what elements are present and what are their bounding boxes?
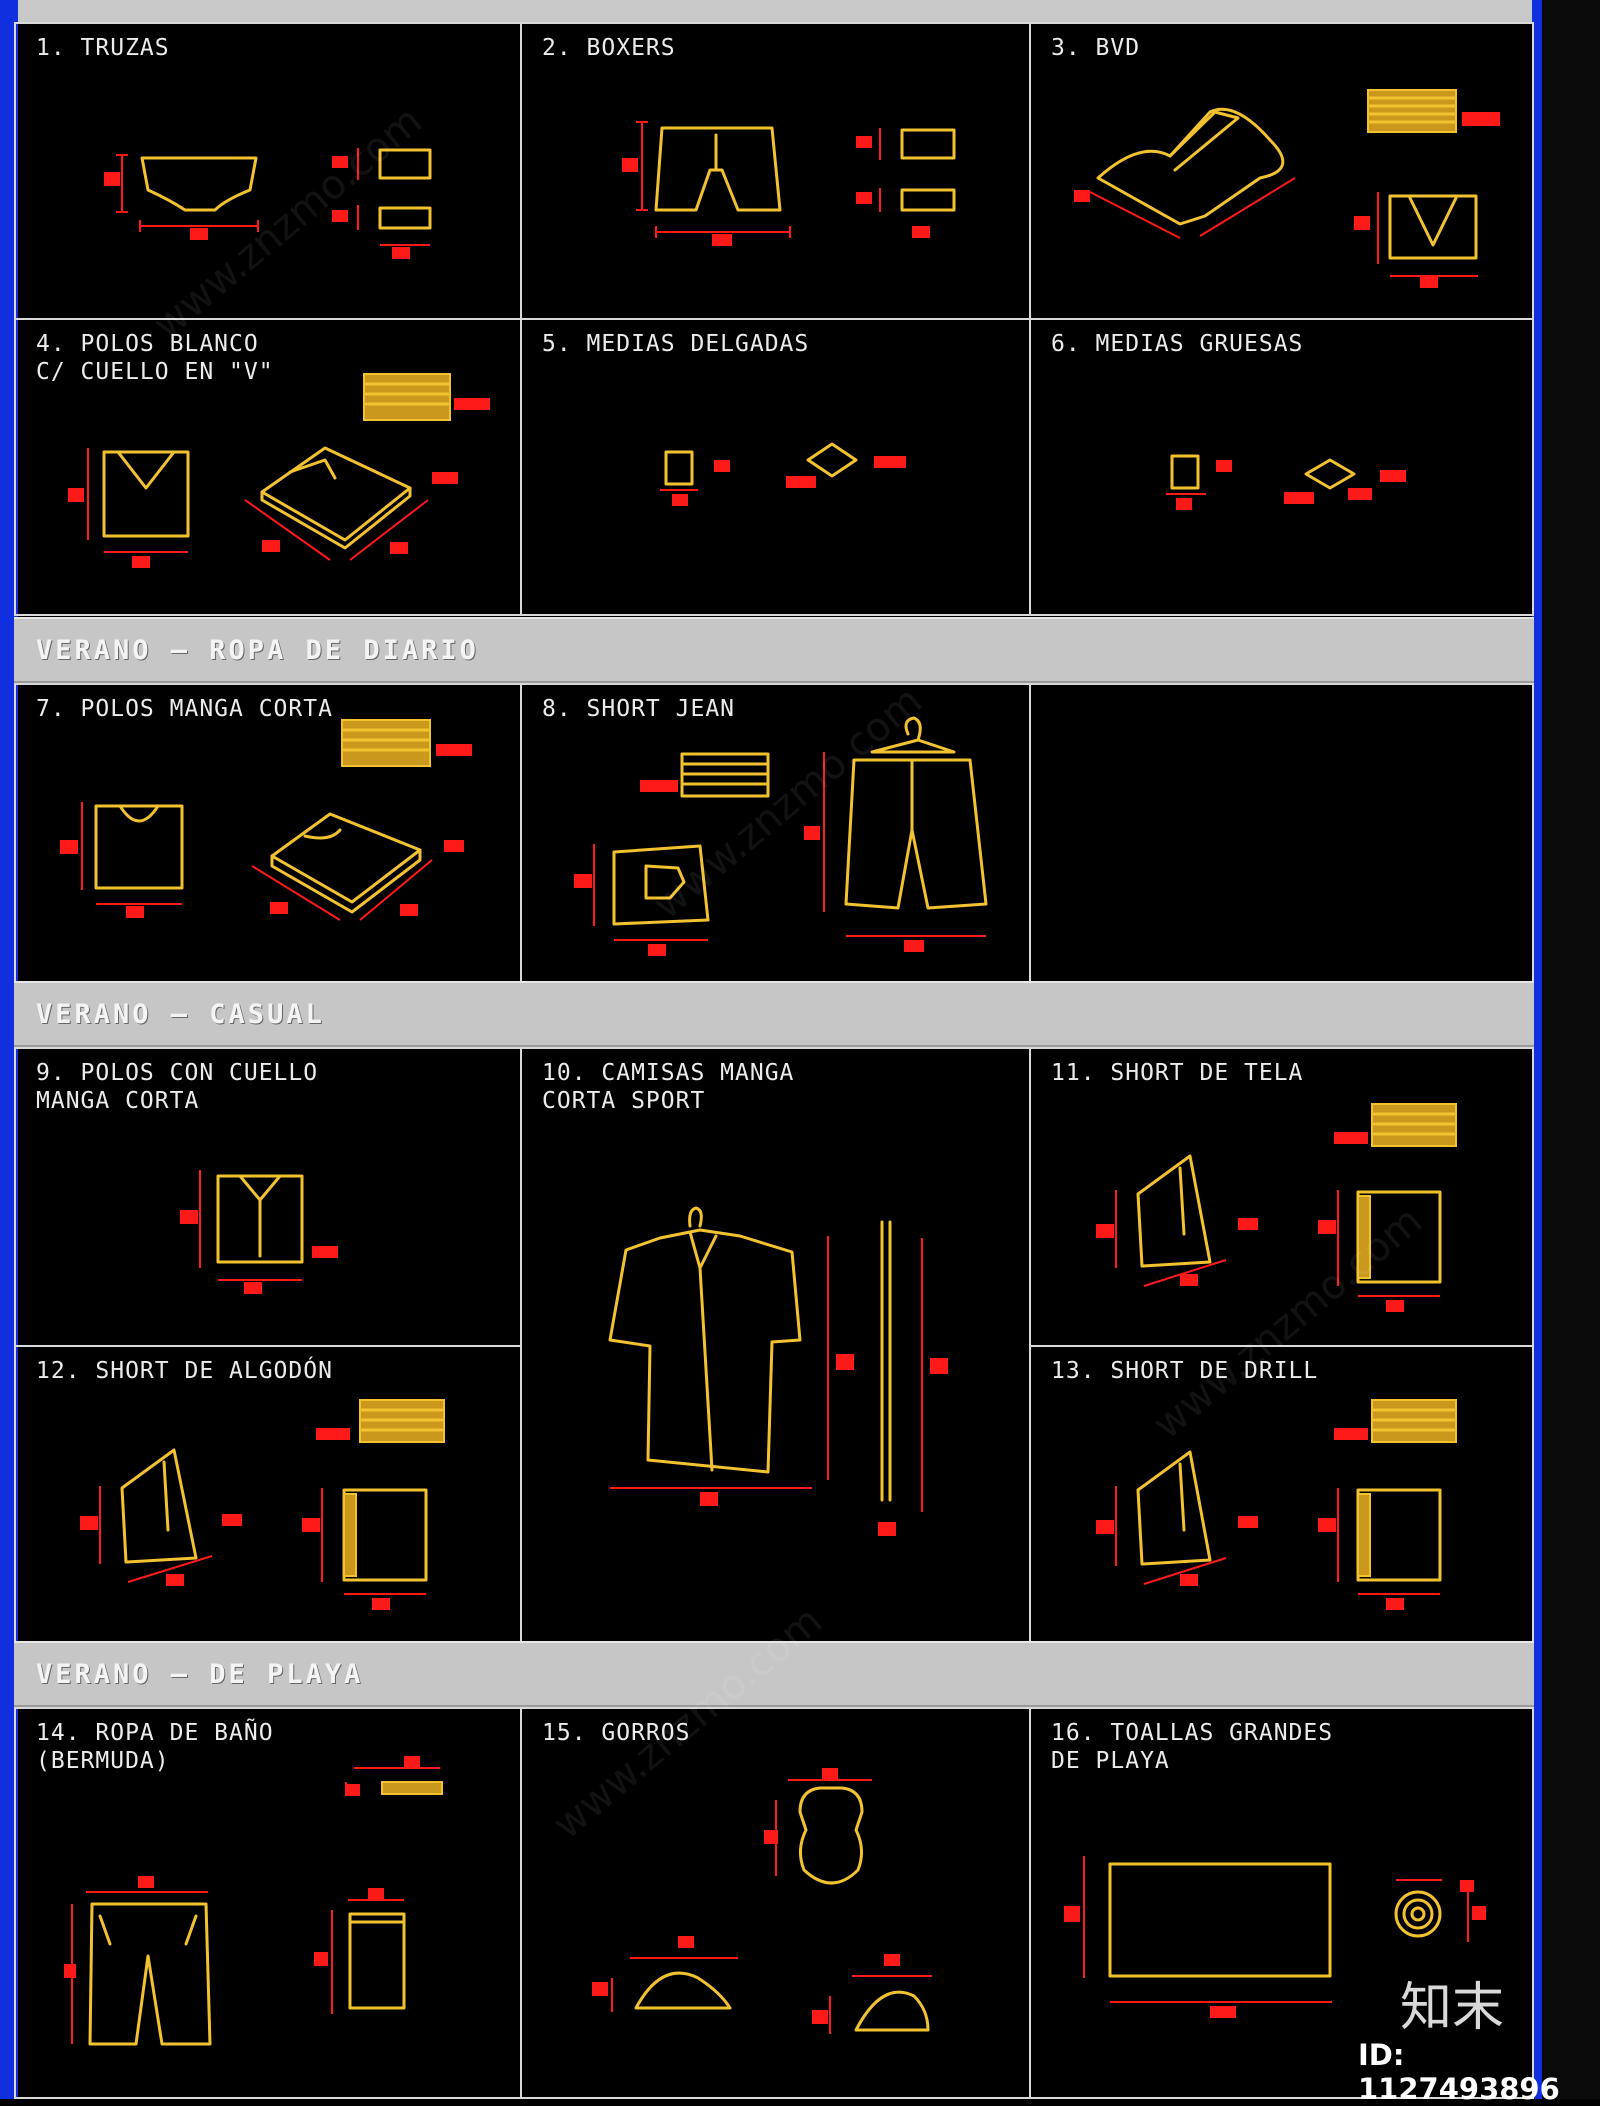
- boxers-folded-view: [856, 128, 956, 238]
- short-jean-folded: [574, 752, 770, 956]
- medias-delgadas-drawing: [660, 442, 906, 506]
- cell-title: 9. POLOS CON CUELLO MANGA CORTA: [36, 1060, 319, 1114]
- cell-bvd: 3. BVD: [1029, 22, 1534, 320]
- cell-truzas: 1. TRUZAS: [14, 22, 522, 320]
- cell-medias-delgadas: 5. MEDIAS DELGADAS: [520, 318, 1031, 616]
- cell-short-de-tela: 11. SHORT DE TELA: [1029, 1047, 1534, 1347]
- section-band-playa: VERANO — DE PLAYA: [14, 1641, 1534, 1707]
- cell-title: 15. GORROS: [542, 1720, 691, 1746]
- section-label: VERANO — ROPA DE DIARIO: [36, 635, 479, 666]
- bvd-iso-view: [1074, 107, 1296, 239]
- cell-title: 5. MEDIAS DELGADAS: [542, 331, 810, 357]
- polos-manga-corta-folded: [251, 719, 472, 921]
- cell-title: 6. MEDIAS GRUESAS: [1051, 331, 1304, 357]
- medias-gruesas-drawing: [1166, 454, 1406, 510]
- cell-polos-blanco: 4. POLOS BLANCO C/ CUELLO EN "V": [14, 318, 522, 616]
- truzas-folded-view: [332, 148, 432, 259]
- cell-title: 1. TRUZAS: [36, 35, 170, 61]
- top-band-strip: [18, 0, 1532, 22]
- cell-title: 3. BVD: [1051, 35, 1141, 61]
- short-jean-hanging: [804, 716, 988, 952]
- toallas-drawing: [1064, 1856, 1486, 2018]
- ropa-de-bano-drawing: [64, 1756, 443, 2046]
- polos-manga-corta-front: [60, 802, 184, 918]
- cell-title: 4. POLOS BLANCO C/ CUELLO EN "V": [36, 331, 274, 385]
- camisa-side-view: [878, 1220, 948, 1536]
- boxers-front-view: [622, 121, 791, 246]
- camisa-hanging-front: [608, 1206, 854, 1506]
- section-band-casual: VERANO — CASUAL: [14, 981, 1534, 1047]
- truzas-front-view: [104, 154, 259, 240]
- cell-toallas: 16. TOALLAS GRANDES DE PLAYA: [1029, 1707, 1534, 2099]
- section-label: VERANO — DE PLAYA: [36, 1659, 364, 1690]
- cell-medias-gruesas: 6. MEDIAS GRUESAS: [1029, 318, 1534, 616]
- cell-title: 13. SHORT DE DRILL: [1051, 1358, 1319, 1384]
- section-label: VERANO — CASUAL: [36, 999, 325, 1030]
- short-de-drill-drawing: [1096, 1399, 1457, 1610]
- short-de-algodon-drawing: [80, 1399, 445, 1610]
- cell-title: 8. SHORT JEAN: [542, 696, 736, 722]
- gorros-drawing: [592, 1768, 932, 2034]
- polos-blanco-front: [68, 448, 190, 568]
- znzmo-logo: 知末: [1400, 1978, 1505, 2038]
- right-frame-border: [1532, 0, 1542, 2099]
- short-de-tela-drawing: [1096, 1103, 1457, 1312]
- cell-title: 10. CAMISAS MANGA CORTA SPORT: [542, 1060, 795, 1114]
- cell-ropa-de-bano: 14. ROPA DE BAÑO (BERMUDA): [14, 1707, 522, 2099]
- cell-title: 11. SHORT DE TELA: [1051, 1060, 1304, 1086]
- section-band-diario: VERANO — ROPA DE DIARIO: [14, 617, 1534, 683]
- cell-title: 12. SHORT DE ALGODÓN: [36, 1358, 333, 1384]
- right-margin: [1542, 0, 1600, 2099]
- image-id-label: ID: 1127493896: [1358, 2038, 1560, 2106]
- left-frame-border: [0, 0, 18, 2099]
- polos-con-cuello-front: [180, 1170, 338, 1294]
- cell-title: 14. ROPA DE BAÑO (BERMUDA): [36, 1720, 274, 1774]
- bvd-stack-view: [1354, 89, 1500, 288]
- cell-camisas-sport: 10. CAMISAS MANGA CORTA SPORT: [520, 1047, 1031, 1643]
- cell-title: 16. TOALLAS GRANDES DE PLAYA: [1051, 1720, 1334, 1774]
- polos-blanco-folded: [244, 373, 490, 561]
- cell-title: 7. POLOS MANGA CORTA: [36, 696, 333, 722]
- cell-title: 2. BOXERS: [542, 35, 676, 61]
